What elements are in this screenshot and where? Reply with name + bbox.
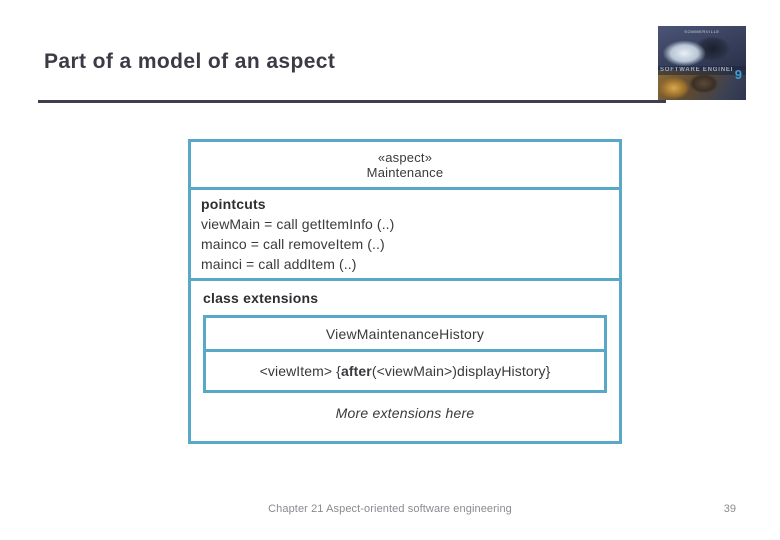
aspect-stereotype: «aspect» bbox=[377, 149, 433, 165]
pointcuts-heading: pointcuts bbox=[201, 196, 266, 212]
advice-rest: (<viewMain>)displayHistory} bbox=[371, 363, 551, 379]
extension-advice: <viewItem> {after (<viewMain>)displayHis… bbox=[206, 352, 604, 390]
title-divider bbox=[38, 100, 666, 103]
slide-footer: Chapter 21 Aspect-oriented software engi… bbox=[268, 503, 512, 515]
pointcut-line: mainci = call addItem (..) bbox=[201, 256, 357, 272]
more-extensions-note: More extensions here bbox=[335, 405, 475, 421]
book-author-label: SOMMERVILLE bbox=[684, 29, 720, 34]
advice-keyword: after bbox=[340, 363, 372, 379]
page-number: 39 bbox=[723, 503, 736, 515]
class-extensions-section: class extensions ViewMaintenanceHistory … bbox=[191, 281, 619, 421]
page-title: Part of a model of an aspect bbox=[44, 50, 336, 73]
book-cover-image: SOMMERVILLE SOFTWARE ENGINEERING 9 bbox=[658, 26, 746, 100]
extension-class-box: ViewMaintenanceHistory <viewItem> {after… bbox=[203, 315, 607, 393]
book-cover-title-band bbox=[658, 66, 746, 75]
book-edition-badge: 9 bbox=[734, 67, 742, 82]
class-extensions-heading: class extensions bbox=[203, 290, 319, 306]
aspect-name: Maintenance bbox=[366, 164, 444, 180]
aspect-diagram: «aspect» Maintenance pointcuts viewMain … bbox=[188, 139, 622, 444]
pointcut-line: mainco = call removeItem (..) bbox=[201, 236, 385, 252]
book-series-title: SOFTWARE ENGINEERING bbox=[660, 67, 732, 73]
book-cover-upper-art bbox=[658, 26, 746, 70]
extension-class-name: ViewMaintenanceHistory bbox=[206, 318, 604, 352]
pointcuts-section: pointcuts viewMain = call getItemInfo (.… bbox=[191, 190, 619, 281]
aspect-header: «aspect» Maintenance bbox=[191, 142, 619, 190]
pointcut-line: viewMain = call getItemInfo (..) bbox=[201, 216, 395, 232]
advice-target: <viewItem> { bbox=[259, 363, 341, 379]
book-cover-lower-art bbox=[658, 70, 746, 100]
